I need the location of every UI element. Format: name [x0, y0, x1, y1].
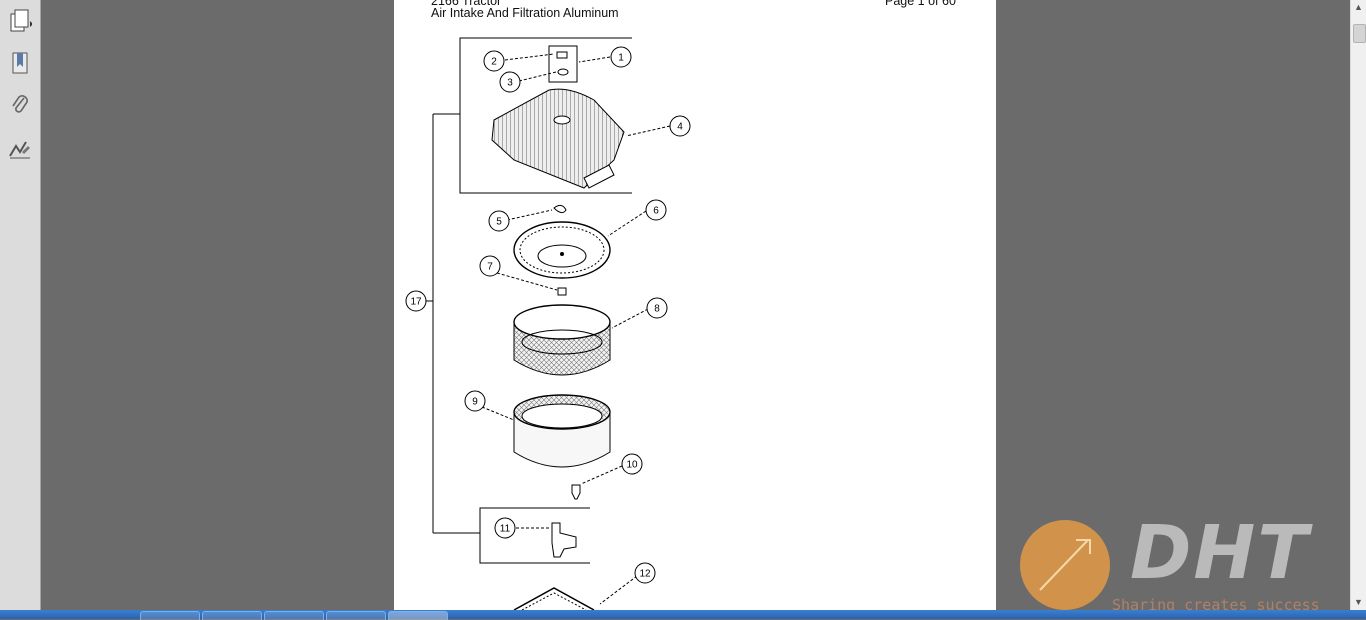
- bookmarks-icon[interactable]: [5, 48, 35, 78]
- section-title: Air Intake And Filtration Aluminum: [431, 6, 619, 20]
- taskbar-app-pdf-reader[interactable]: [388, 611, 448, 620]
- callout-label-8: 8: [654, 304, 660, 315]
- dht-logo: [1020, 520, 1110, 610]
- taskbar-app-1[interactable]: [140, 611, 200, 620]
- model-title: 2166 Tractor: [431, 0, 502, 8]
- callout-label-17: 17: [410, 297, 422, 308]
- attachments-icon[interactable]: [5, 90, 35, 120]
- callout-label-12: 12: [639, 569, 651, 580]
- pages-icon[interactable]: [5, 6, 35, 36]
- vertical-scrollbar[interactable]: ▲ ▼: [1350, 0, 1366, 610]
- taskbar-app-3[interactable]: [264, 611, 324, 620]
- callout-label-5: 5: [496, 217, 502, 228]
- callout-label-2: 2: [491, 57, 497, 68]
- callout-label-3: 3: [507, 78, 513, 89]
- pdf-page: 2166 Tractor Air Intake And Filtration A…: [394, 0, 996, 610]
- taskbar-app-4[interactable]: [326, 611, 386, 620]
- page-indicator: Page 1 of 60: [885, 0, 956, 8]
- scroll-down-arrow-icon[interactable]: ▼: [1354, 597, 1363, 607]
- signatures-icon[interactable]: [5, 134, 35, 164]
- callout-label-9: 9: [472, 397, 478, 408]
- watermark-logo-text: DHT: [1130, 510, 1310, 596]
- scroll-up-arrow-icon[interactable]: ▲: [1354, 2, 1363, 12]
- windows-taskbar: [0, 610, 1366, 620]
- scroll-thumb[interactable]: [1353, 24, 1366, 43]
- taskbar-app-2[interactable]: [202, 611, 262, 620]
- navigation-pane: [0, 0, 41, 610]
- callout-label-7: 7: [487, 262, 493, 273]
- callout-label-11: 11: [500, 524, 511, 535]
- callout-label-10: 10: [626, 460, 638, 471]
- callout-label-1: 1: [618, 53, 624, 64]
- callout-label-4: 4: [677, 122, 683, 133]
- callout-label-6: 6: [653, 206, 659, 217]
- document-viewer[interactable]: 2166 Tractor Air Intake And Filtration A…: [41, 0, 1350, 610]
- watermark-slogan: Sharing creates success: [1112, 596, 1320, 614]
